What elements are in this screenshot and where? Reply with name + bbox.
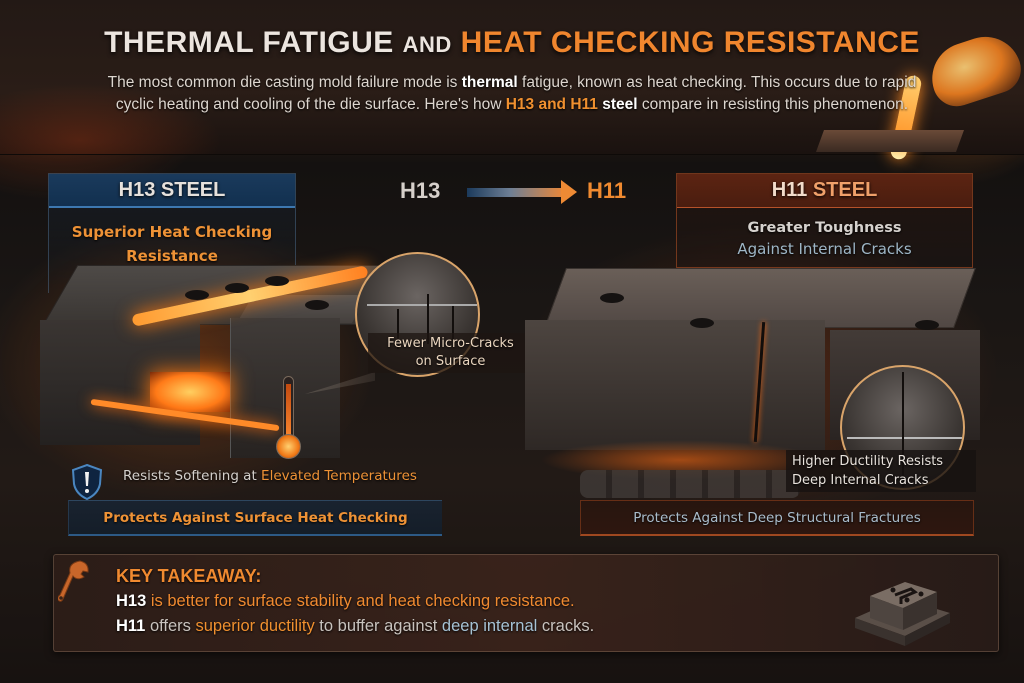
h13-callout: Fewer Micro-Cracks on Surface xyxy=(368,333,533,373)
shield-alert-icon xyxy=(71,464,103,500)
h11-subtitle-line1: Greater Toughness xyxy=(747,220,902,236)
mold-image xyxy=(815,130,965,152)
die-hole xyxy=(225,283,249,293)
arrow-to-label: H11 xyxy=(587,178,627,203)
header-banner xyxy=(0,0,1024,161)
die-hole xyxy=(305,300,329,310)
arrow-head-icon xyxy=(561,180,577,204)
molten-pool xyxy=(150,372,230,412)
thermometer-icon xyxy=(275,376,301,460)
takeaway-title: KEY TAKEAWAY: xyxy=(116,566,262,586)
h11-subtitle-line2: Against Internal Cracks xyxy=(737,240,912,258)
arrow-from-label: H13 xyxy=(400,178,441,203)
die-hole xyxy=(265,276,289,286)
takeaway-line-2: H11 offers superior ductility to buffer … xyxy=(116,617,595,635)
intro-paragraph: The most common die casting mold failure… xyxy=(107,74,917,113)
rubble xyxy=(580,470,800,498)
h13-title: H13 STEEL xyxy=(49,174,295,208)
h13-protects-label: Protects Against Surface Heat Checking xyxy=(68,500,442,536)
takeaway-line-1: H13 is better for surface stability and … xyxy=(116,592,575,610)
h13-feature: Resists Softening at Elevated Temperatur… xyxy=(123,468,417,484)
arrow-right-icon xyxy=(467,188,563,197)
key-takeaway-panel xyxy=(53,554,999,652)
h11-die-front xyxy=(525,320,825,450)
h11-protects-label: Protects Against Deep Structural Fractur… xyxy=(580,500,974,536)
h11-panel: H11 STEEL Greater Toughness Against Inte… xyxy=(676,173,973,268)
h13-subtitle: Superior Heat Checking Resistance xyxy=(71,223,273,265)
die-hole xyxy=(185,290,209,300)
page-title: THERMAL FATIGUE AND HEAT CHECKING RESIST… xyxy=(104,26,920,59)
h11-title: H11 STEEL xyxy=(677,174,972,208)
die-hole xyxy=(915,320,939,330)
die-hole xyxy=(600,293,624,303)
die-hole xyxy=(690,318,714,328)
wrench-icon xyxy=(58,560,89,602)
comparison-arrow: H13 H11 xyxy=(395,178,627,208)
die-block-icon xyxy=(855,582,950,646)
h11-callout: Higher Ductility Resists Deep Internal C… xyxy=(786,450,976,492)
